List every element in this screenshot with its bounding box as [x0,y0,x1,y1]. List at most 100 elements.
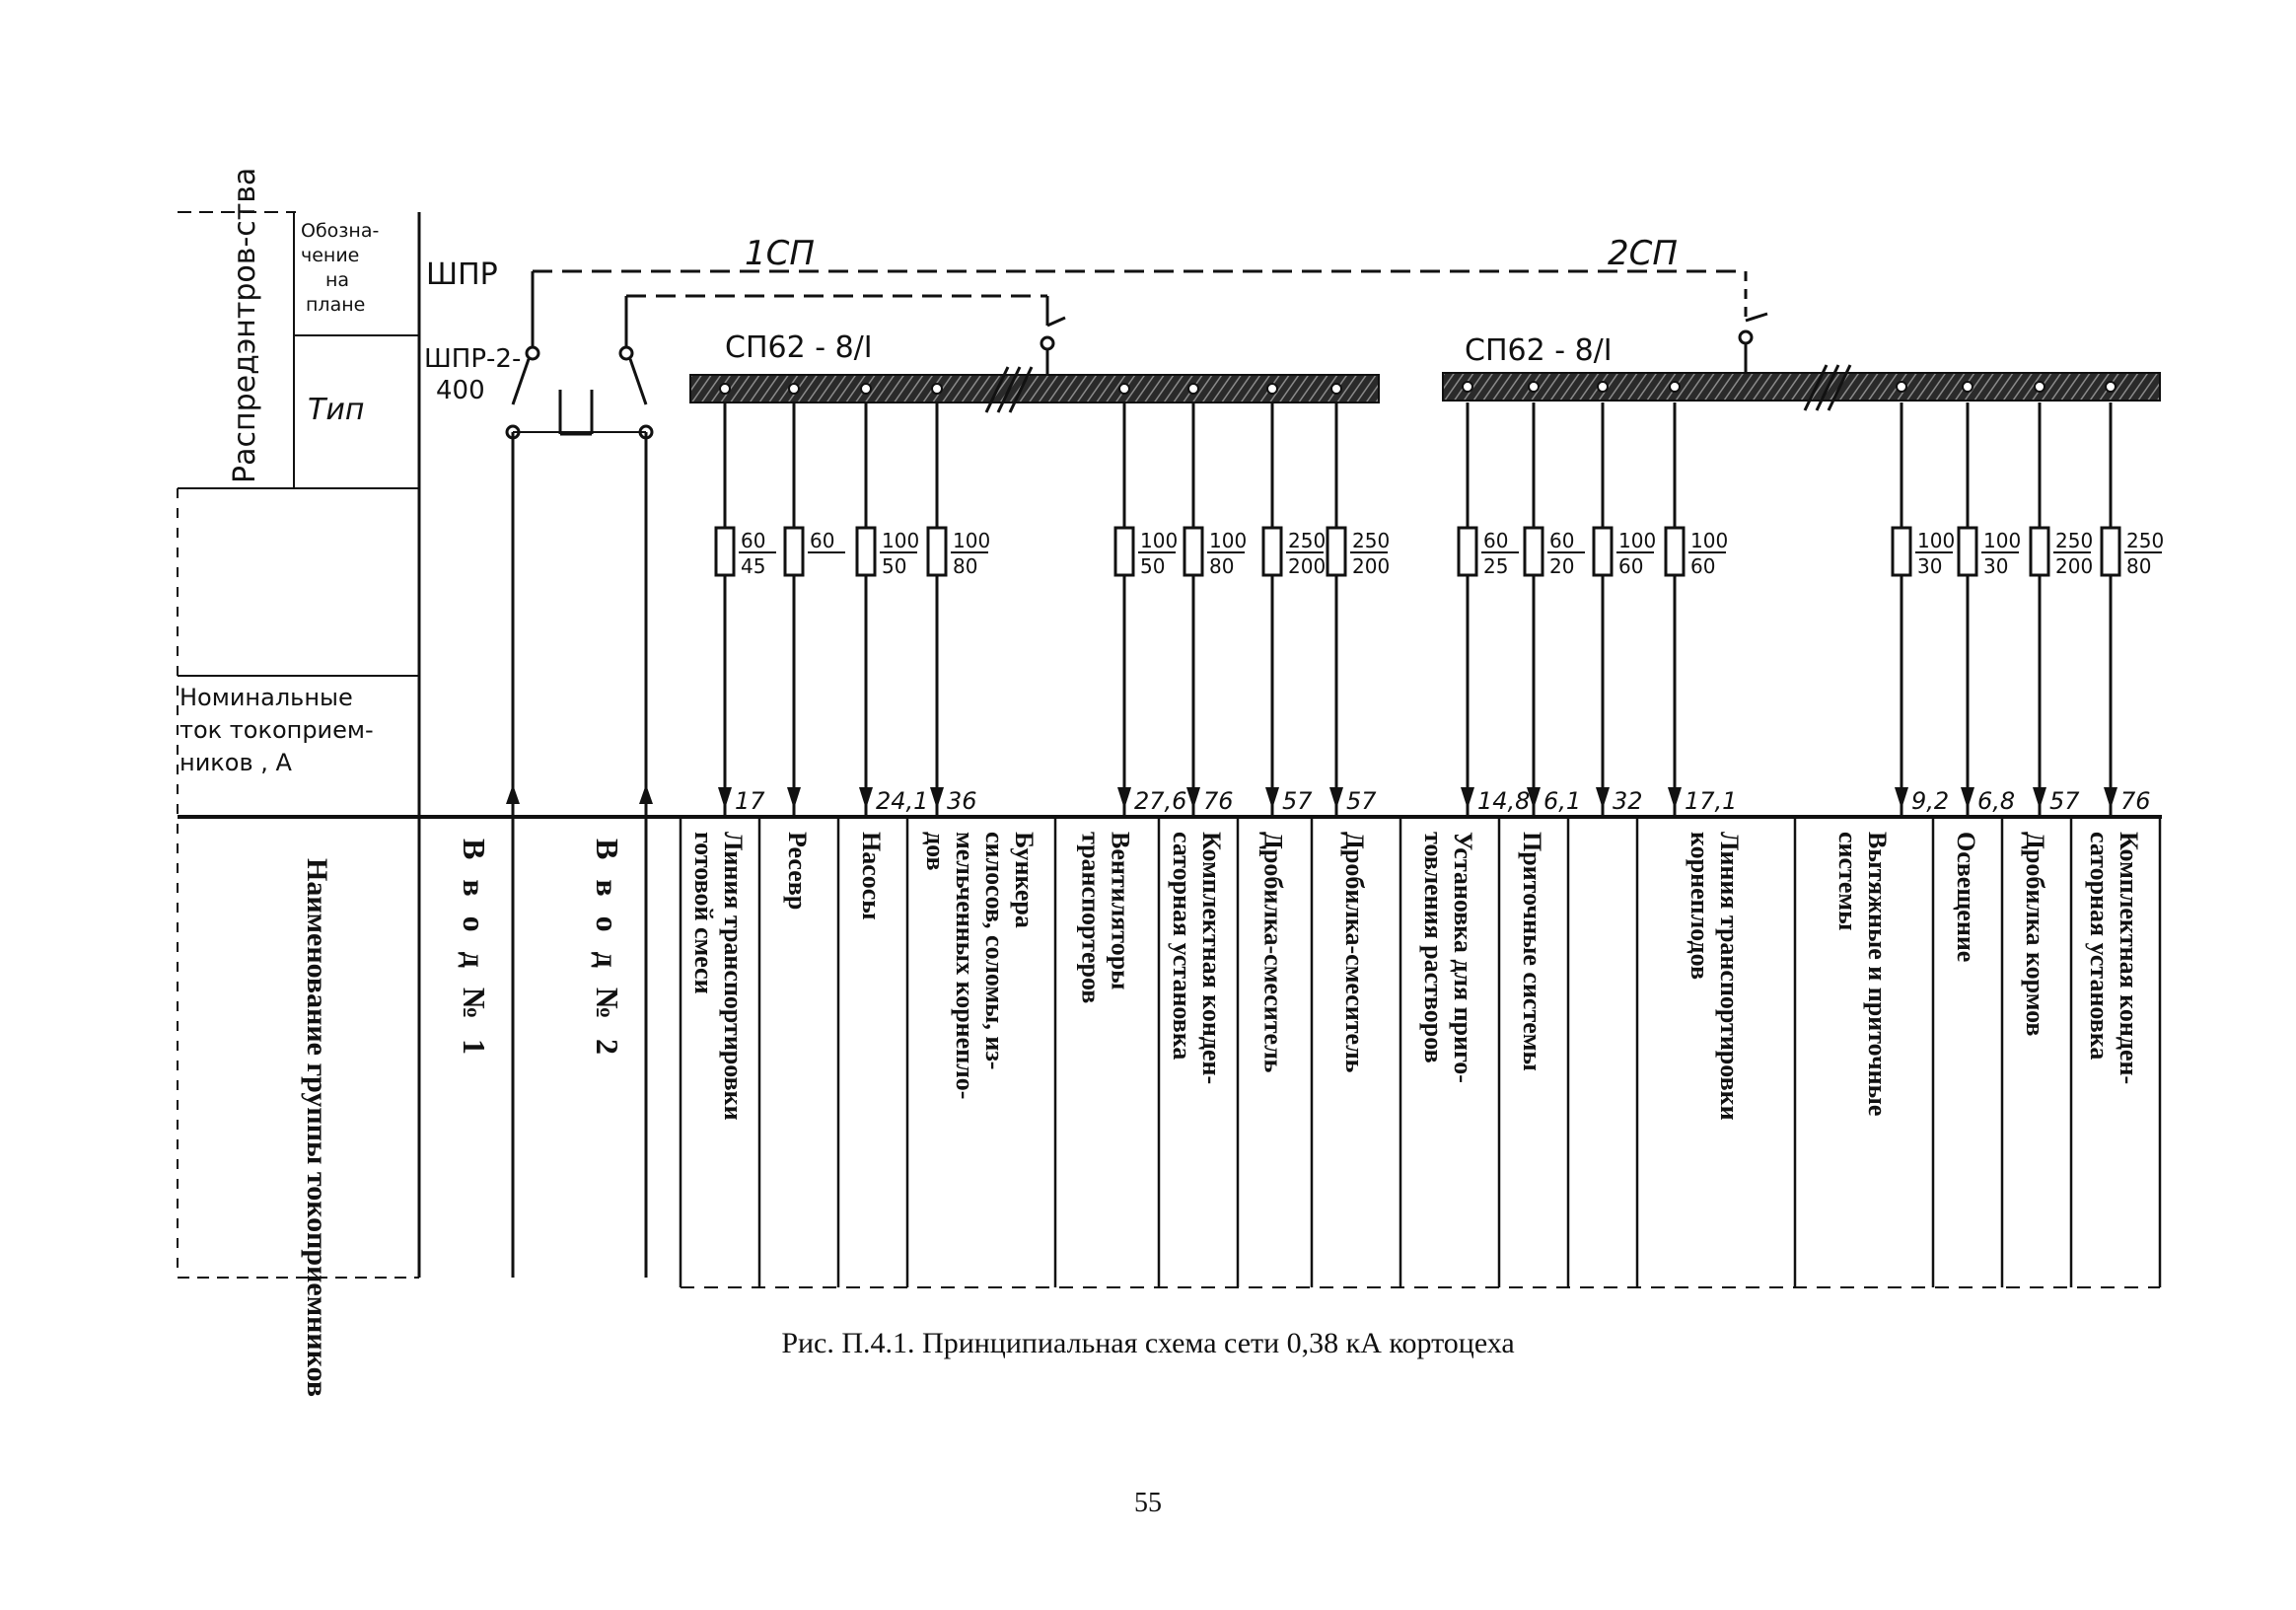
branch-fuse-12 [1664,526,1686,577]
branch-name-4-line-3: мельченных корнепло- [951,832,979,1099]
branch-name-4-line-4: дов [921,832,950,871]
branch-fuse-rating-top-12: 100 [1690,529,1728,552]
branch-name-1-line-1: Линия транспортировки [719,832,748,1121]
branch-fuse-15 [2029,526,2050,577]
branch-fuse-rating-bottom-7: 200 [1288,554,1326,578]
cabinet-1-label: СП62 - 8/I [725,330,873,365]
branch-arrow-5 [1117,787,1131,809]
distribution-devices-header: Распредэнтров-ства [228,168,262,483]
branch-tap-2 [788,383,800,395]
branch-name-12-line-1: Линия транспортировки [1715,832,1744,1121]
branch-fuse-10 [1523,526,1544,577]
branch-arrow-16 [2104,787,2117,809]
cabinet-2-busbar [1442,372,2161,402]
branch-fuse-rating-bottom-4: 80 [953,554,977,578]
branch-current-8: 57 [1346,787,1377,815]
branch-current-3: 24,1 [876,787,928,815]
branch-arrow-14 [1961,787,1974,809]
branch-fuse-rating-bottom-11: 60 [1618,554,1643,578]
branch-fuse-rating-bottom-16: 80 [2126,554,2151,578]
header-table-lines [177,211,2162,1279]
branch-name-6-line-2: саторная установка [1168,832,1196,1060]
branch-fuse-2 [783,526,805,577]
figure-caption: Рис. П.4.1. Принципиальная схема сети 0,… [781,1327,1515,1359]
branch-tap-5 [1118,383,1130,395]
branch-current-4: 36 [947,787,977,815]
branch-fuse-6 [1183,526,1204,577]
branch-current-5: 27,6 [1134,787,1186,815]
branch-name-1-line-2: готовой смеси [689,832,718,994]
branch-fuse-3 [855,526,877,577]
branch-tap-6 [1187,383,1199,395]
branch-current-16: 76 [2120,787,2151,815]
branch-fuse-1 [714,526,736,577]
branch-fuse-rating-bottom-6: 80 [1209,554,1234,578]
branch-fuse-rating-top-16: 250 [2126,529,2164,552]
branch-fuse-rating-bottom-3: 50 [882,554,906,578]
designation-header-line-2: чение [301,245,359,266]
branch-fuse-rating-top-6: 100 [1209,529,1247,552]
branch-fuse-rating-top-3: 100 [882,529,919,552]
branch-name-15-line-1: Дробилка кормов [2021,832,2049,1036]
branch-fuse-rating-top-14: 100 [1983,529,2021,552]
cabinet-1-busbar [689,374,1380,403]
branch-name-13-line-2: системы [1833,832,1862,930]
rated-current-header: Номинальные ток токоприем- ников , А [179,684,374,776]
feeder-2-label: 2СП [1608,234,1678,273]
type-header: Тип [308,393,364,427]
branch-arrow-2 [787,787,801,809]
branch-fuse-7 [1261,526,1283,577]
branch-arrow-1 [718,787,732,809]
branch-arrow-3 [859,787,873,809]
branch-current-7: 57 [1282,787,1313,815]
busbar-break-marks [984,364,1852,413]
branch-fuse-rating-bottom-14: 30 [1983,554,2008,578]
branch-fuse-14 [1957,526,1978,577]
designation-header-line-1: Обозна- [301,220,379,242]
branch-fuse-rating-bottom-10: 20 [1549,554,1574,578]
branch-name-13-line-1: Вытяжные и приточные [1863,832,1892,1116]
branch-fuse-16 [2100,526,2121,577]
branch-current-10: 6,1 [1543,787,1581,815]
branch-arrow-8 [1329,787,1343,809]
branch-arrow-11 [1596,787,1610,809]
branch-current-1: 17 [735,787,765,815]
branch-fuse-5 [1113,526,1135,577]
feeder-1-label: 1СП [745,234,815,273]
branch-current-13: 9,2 [1911,787,1949,815]
branch-name-5-line-1: Вентиляторы [1107,832,1135,989]
branch-name-2-line-1: Ресевр [783,832,812,910]
main-panel-type-line-2: 400 [436,376,485,405]
branch-arrow-6 [1186,787,1200,809]
branch-arrow-7 [1265,787,1279,809]
branch-arrow-15 [2033,787,2046,809]
branch-arrow-13 [1895,787,1908,809]
branch-tap-14 [1962,381,1973,393]
branch-fuse-rating-bottom-13: 30 [1917,554,1942,578]
designation-header: Обозна- чение на плане [301,220,379,316]
branch-fuse-rating-top-15: 250 [2055,529,2093,552]
page-number: 55 [1134,1488,1162,1518]
branch-tap-3 [860,383,872,395]
branch-current-9: 14,8 [1477,787,1530,815]
branch-current-15: 57 [2049,787,2080,815]
branch-fuse-rating-bottom-12: 60 [1690,554,1715,578]
input-1-name: В в о д № 1 [457,839,492,1061]
branch-name-16-line-1: Комплектная конден- [2115,832,2143,1084]
branch-fuse-rating-top-13: 100 [1917,529,1955,552]
input-arrows [506,784,653,804]
branch-name-14-line-1: Освещение [1952,832,1980,962]
load-groups-header: Наименование группы токоприемников [301,858,333,1397]
branch-tap-15 [2034,381,2045,393]
main-panel-switchgear [505,269,1768,1278]
branch-fuse-rating-bottom-8: 200 [1352,554,1390,578]
branch-name-12-line-2: корнеплодов [1686,832,1714,980]
branch-tap-1 [719,383,731,395]
branch-name-8-line-1: Дробилка-смеситель [1340,832,1369,1073]
branch-name-16-line-2: саторная установка [2085,832,2114,1060]
branch-fuse-rating-top-5: 100 [1140,529,1178,552]
branch-tap-11 [1597,381,1609,393]
branch-fuse-4 [926,526,948,577]
